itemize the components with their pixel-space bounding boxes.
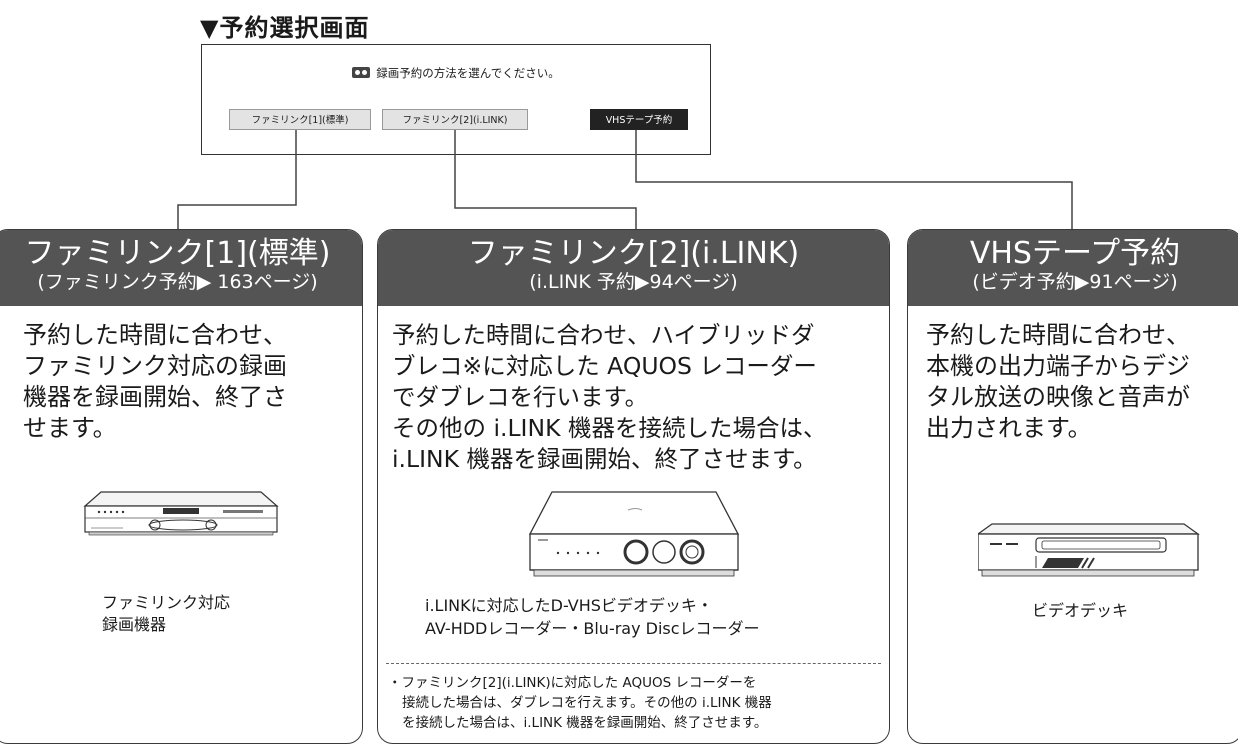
card-vhs-tape: VHSテープ予約 (ビデオ予約▶91ページ) 予約した時間に合わせ、 本機の出力… — [907, 229, 1238, 744]
desc-line: ファミリンク対応の録画 — [23, 352, 287, 380]
desc-line: その他の i.LINK 機器を接続した場合は、 — [392, 414, 827, 442]
desc-line: 予約した時間に合わせ、 — [23, 321, 287, 349]
desc-line: 出力されます。 — [926, 414, 1092, 442]
card-body: 予約した時間に合わせ、 本機の出力端子からデジ タル放送の映像と音声が 出力され… — [908, 306, 1238, 743]
card-header: ファミリンク[2](i.LINK) (i.LINK 予約▶94ページ) — [378, 230, 889, 306]
section-title: ▼予約選択画面 — [200, 14, 370, 42]
device-caption: ファミリンク対応 録画機器 — [102, 592, 230, 636]
card-familink-2: ファミリンク[2](i.LINK) (i.LINK 予約▶94ページ) 予約した… — [377, 229, 890, 744]
desc-line: i.LINK 機器を録画開始、終了させます。 — [392, 445, 817, 473]
recorder-device-icon — [83, 491, 279, 536]
caption-line: i.LINKに対応したD-VHSビデオデッキ・ — [425, 596, 713, 615]
card-title: ファミリンク[2](i.LINK) — [467, 236, 800, 271]
desc-line: ブレコ※に対応した AQUOS レコーダー — [392, 352, 817, 380]
caption-line: ファミリンク対応 — [102, 593, 231, 612]
card-familink-1: ファミリンク[1](標準) (ファミリンク予約▶ 163ページ) 予約した時間に… — [0, 229, 363, 744]
card-title: VHSテープ予約 — [969, 236, 1181, 271]
desc-line: タル放送の映像と音声が — [926, 383, 1190, 411]
card-description: 予約した時間に合わせ、ハイブリッドダ ブレコ※に対応した AQUOS レコーダー… — [392, 320, 826, 475]
recorder-icon — [352, 67, 371, 78]
prompt-row: 録画予約の方法を選んでください。 — [202, 65, 710, 81]
note-line: ・ファミリンク[2](i.LINK)に対応した AQUOS レコーダーを — [388, 675, 757, 691]
card-subtitle: (i.LINK 予約▶94ページ) — [529, 271, 738, 293]
desc-line: 予約した時間に合わせ、ハイブリッドダ — [392, 321, 815, 349]
device-caption: ビデオデッキ — [1032, 600, 1128, 622]
device-caption: i.LINKに対応したD-VHSビデオデッキ・ AV-HDDレコーダー・Blu-… — [425, 594, 760, 640]
footnote: ・ファミリンク[2](i.LINK)に対応した AQUOS レコーダーを 接続し… — [388, 673, 772, 733]
card-subtitle: (ファミリンク予約▶ 163ページ) — [37, 271, 318, 293]
reservation-select-screen: 録画予約の方法を選んでください。 ファミリンク[1](標準) ファミリンク[2]… — [201, 44, 711, 155]
caption-line: 録画機器 — [102, 615, 167, 634]
card-header: ファミリンク[1](標準) (ファミリンク予約▶ 163ページ) — [0, 230, 362, 306]
desc-line: せます。 — [23, 414, 117, 442]
note-line: を接続した場合は、i.LINK 機器を録画開始、終了させます。 — [402, 715, 768, 731]
familink-1-button[interactable]: ファミリンク[1](標準) — [229, 109, 371, 130]
familink-2-button[interactable]: ファミリンク[2](i.LINK) — [382, 109, 528, 130]
desc-line: 本機の出力端子からデジ — [926, 352, 1190, 380]
caption-line: AV-HDDレコーダー・Blu-ray Discレコーダー — [425, 619, 760, 638]
card-description: 予約した時間に合わせ、 本機の出力端子からデジ タル放送の映像と音声が 出力され… — [926, 320, 1190, 444]
connector-line-1 — [177, 130, 297, 229]
prompt-text: 録画予約の方法を選んでください。 — [376, 66, 560, 80]
desc-line: でダブレコを行います。 — [392, 383, 649, 411]
card-body: 予約した時間に合わせ、 ファミリンク対応の録画 機器を録画開始、終了さ せます。… — [0, 306, 362, 743]
note-line: 接続した場合は、ダブレコを行えます。その他の i.LINK 機器 — [402, 695, 772, 711]
card-header: VHSテープ予約 (ビデオ予約▶91ページ) — [908, 230, 1238, 306]
desc-line: 機器を録画開始、終了さ — [23, 383, 287, 411]
video-deck-icon — [978, 523, 1200, 577]
desc-line: 予約した時間に合わせ、 — [926, 321, 1190, 349]
bluray-recorder-icon — [528, 491, 740, 577]
card-body: 予約した時間に合わせ、ハイブリッドダ ブレコ※に対応した AQUOS レコーダー… — [378, 306, 889, 743]
caption-line: ビデオデッキ — [1032, 601, 1129, 620]
vhs-tape-button[interactable]: VHSテープ予約 — [590, 109, 688, 130]
card-title: ファミリンク[1](標準) — [24, 236, 331, 271]
card-description: 予約した時間に合わせ、 ファミリンク対応の録画 機器を録画開始、終了さ せます。 — [23, 320, 287, 444]
note-divider — [386, 663, 881, 664]
connector-line-2 — [454, 130, 637, 229]
card-subtitle: (ビデオ予約▶91ページ) — [972, 271, 1178, 293]
connector-line-3 — [635, 130, 1073, 229]
